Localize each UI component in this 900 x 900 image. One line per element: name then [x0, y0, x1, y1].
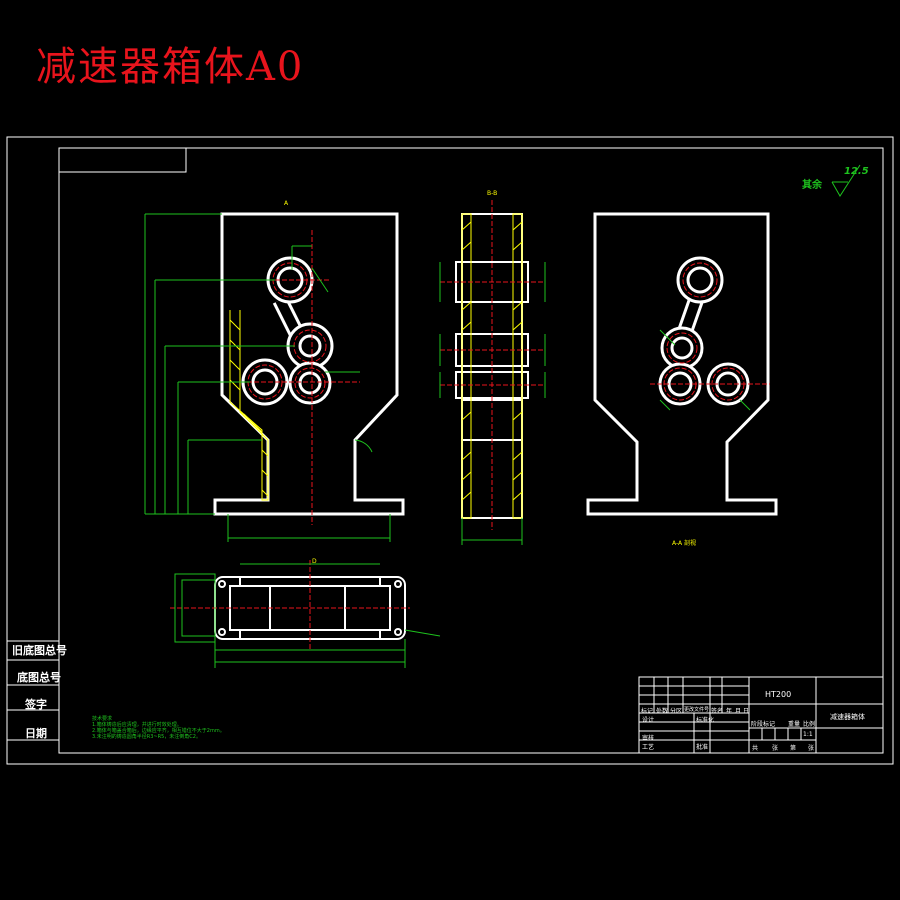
tb-sheet-2: 张 [808, 745, 815, 752]
tb-row-review: 审核 [642, 735, 655, 742]
tb-no: 第 [790, 745, 797, 752]
roughness-value: 12.5 [844, 166, 869, 177]
right-view [586, 212, 778, 516]
front-view-section [229, 310, 269, 501]
right-view-dims [659, 329, 751, 411]
tb-standardization: 标准化 [696, 717, 715, 724]
tb-row-process: 工艺 [642, 744, 655, 751]
code-box [58, 147, 187, 173]
material-label: HT200 [765, 690, 792, 699]
view-label-a: A [284, 200, 289, 207]
tb-total: 共 [752, 745, 759, 752]
note-line: 技术要求 [92, 716, 113, 722]
side-label-signature: 签字 [25, 698, 47, 711]
tb-col-sign: 签名 [711, 708, 724, 715]
view-label-b: B-B [487, 190, 498, 197]
view-label-c: A-A 剖视 [672, 540, 697, 547]
tb-weight: 重量 [788, 721, 801, 728]
tb-col-year: 年 [726, 708, 733, 715]
inner-border [58, 147, 884, 754]
top-view-dims [174, 563, 441, 668]
tech-notes: 技术要求 1.箱体铸造后应清理，并进行时效处理。 2.箱体与箱盖合箱后，边缘应平… [92, 716, 225, 740]
outer-border [6, 136, 894, 765]
part-name-label: 减速器箱体 [830, 713, 865, 721]
tb-col-month: 月 [735, 708, 742, 715]
tb-scale-label: 比例 [803, 721, 816, 728]
side-block [7, 640, 59, 741]
tb-sheet-1: 张 [772, 745, 779, 752]
view-label-d: D [312, 558, 317, 565]
side-label-old-base: 旧底图总号 [12, 644, 67, 657]
right-view-bores [658, 256, 750, 406]
tb-stage-mark: 阶段标记 [751, 721, 776, 728]
side-view-dims [439, 262, 546, 545]
tb-col-day: 日 [743, 708, 750, 715]
tb-col-zone: 分区 [670, 708, 683, 715]
front-view-dims [144, 213, 391, 542]
tb-col-file: 更改文件号 [684, 707, 710, 713]
tb-approval: 批准 [696, 744, 709, 751]
top-view-red [170, 560, 410, 650]
note-line: 2.箱体与箱盖合箱后，边缘应平齐，相互错位不大于2mm。 [92, 728, 225, 734]
right-view-red [650, 262, 770, 401]
tb-scale-value: 1:1 [803, 731, 813, 738]
side-label-base: 底图总号 [17, 671, 61, 684]
drawing-title: 减速器箱体A0 [36, 44, 305, 90]
roughness-symbol [831, 164, 861, 197]
note-line: 3.未注明的铸造圆角半径R3~R5，未注倒角C2。 [92, 734, 201, 740]
note-line: 1.箱体铸造后应清理，并进行时效处理。 [92, 722, 182, 728]
tb-col-mark: 标记 [641, 708, 654, 715]
title-block [638, 676, 884, 754]
tb-col-count: 处数 [656, 708, 669, 715]
side-view-hatch [461, 213, 523, 519]
roughness-label: 其余 [802, 180, 822, 191]
side-label-date: 日期 [25, 727, 47, 740]
tb-row-design: 设计 [642, 717, 655, 724]
side-view-red [440, 200, 545, 530]
